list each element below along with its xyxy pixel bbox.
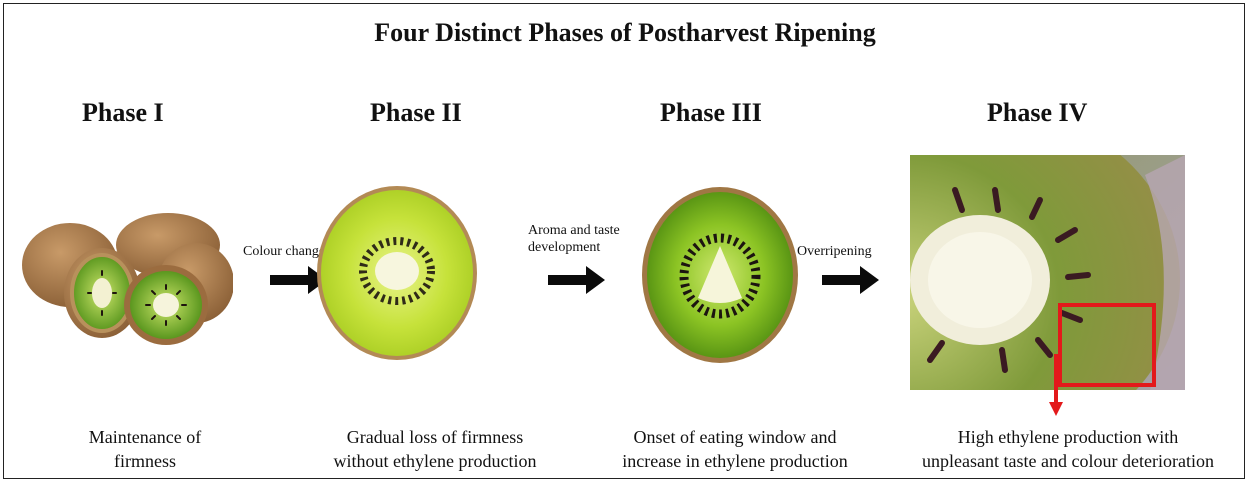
- phase-2-heading: Phase II: [370, 98, 462, 128]
- transition-2-arrow-icon: [548, 265, 606, 295]
- phase-1-description: Maintenance of firmness: [45, 425, 245, 473]
- phase-1-kiwi-illustration: [18, 205, 233, 350]
- figure-title: Four Distinct Phases of Postharvest Ripe…: [0, 18, 1250, 48]
- callout-arrow-icon: [1040, 350, 1080, 420]
- phase-3-kiwi-slice: [628, 180, 813, 370]
- phase-2-kiwi-slice: [252, 175, 542, 370]
- phase-2-description: Gradual loss of firmness without ethylen…: [290, 425, 580, 473]
- phase-3-heading: Phase III: [660, 98, 762, 128]
- transition-3-label: Overripening: [797, 243, 872, 260]
- transition-3-arrow-icon: [822, 265, 880, 295]
- phase-4-description: High ethylene production with unpleasant…: [893, 425, 1243, 473]
- phase-3-description: Onset of eating window and increase in e…: [575, 425, 895, 473]
- phase-1-heading: Phase I: [82, 98, 164, 128]
- phase-4-heading: Phase IV: [987, 98, 1087, 128]
- transition-2-label: Aroma and taste development: [528, 222, 620, 256]
